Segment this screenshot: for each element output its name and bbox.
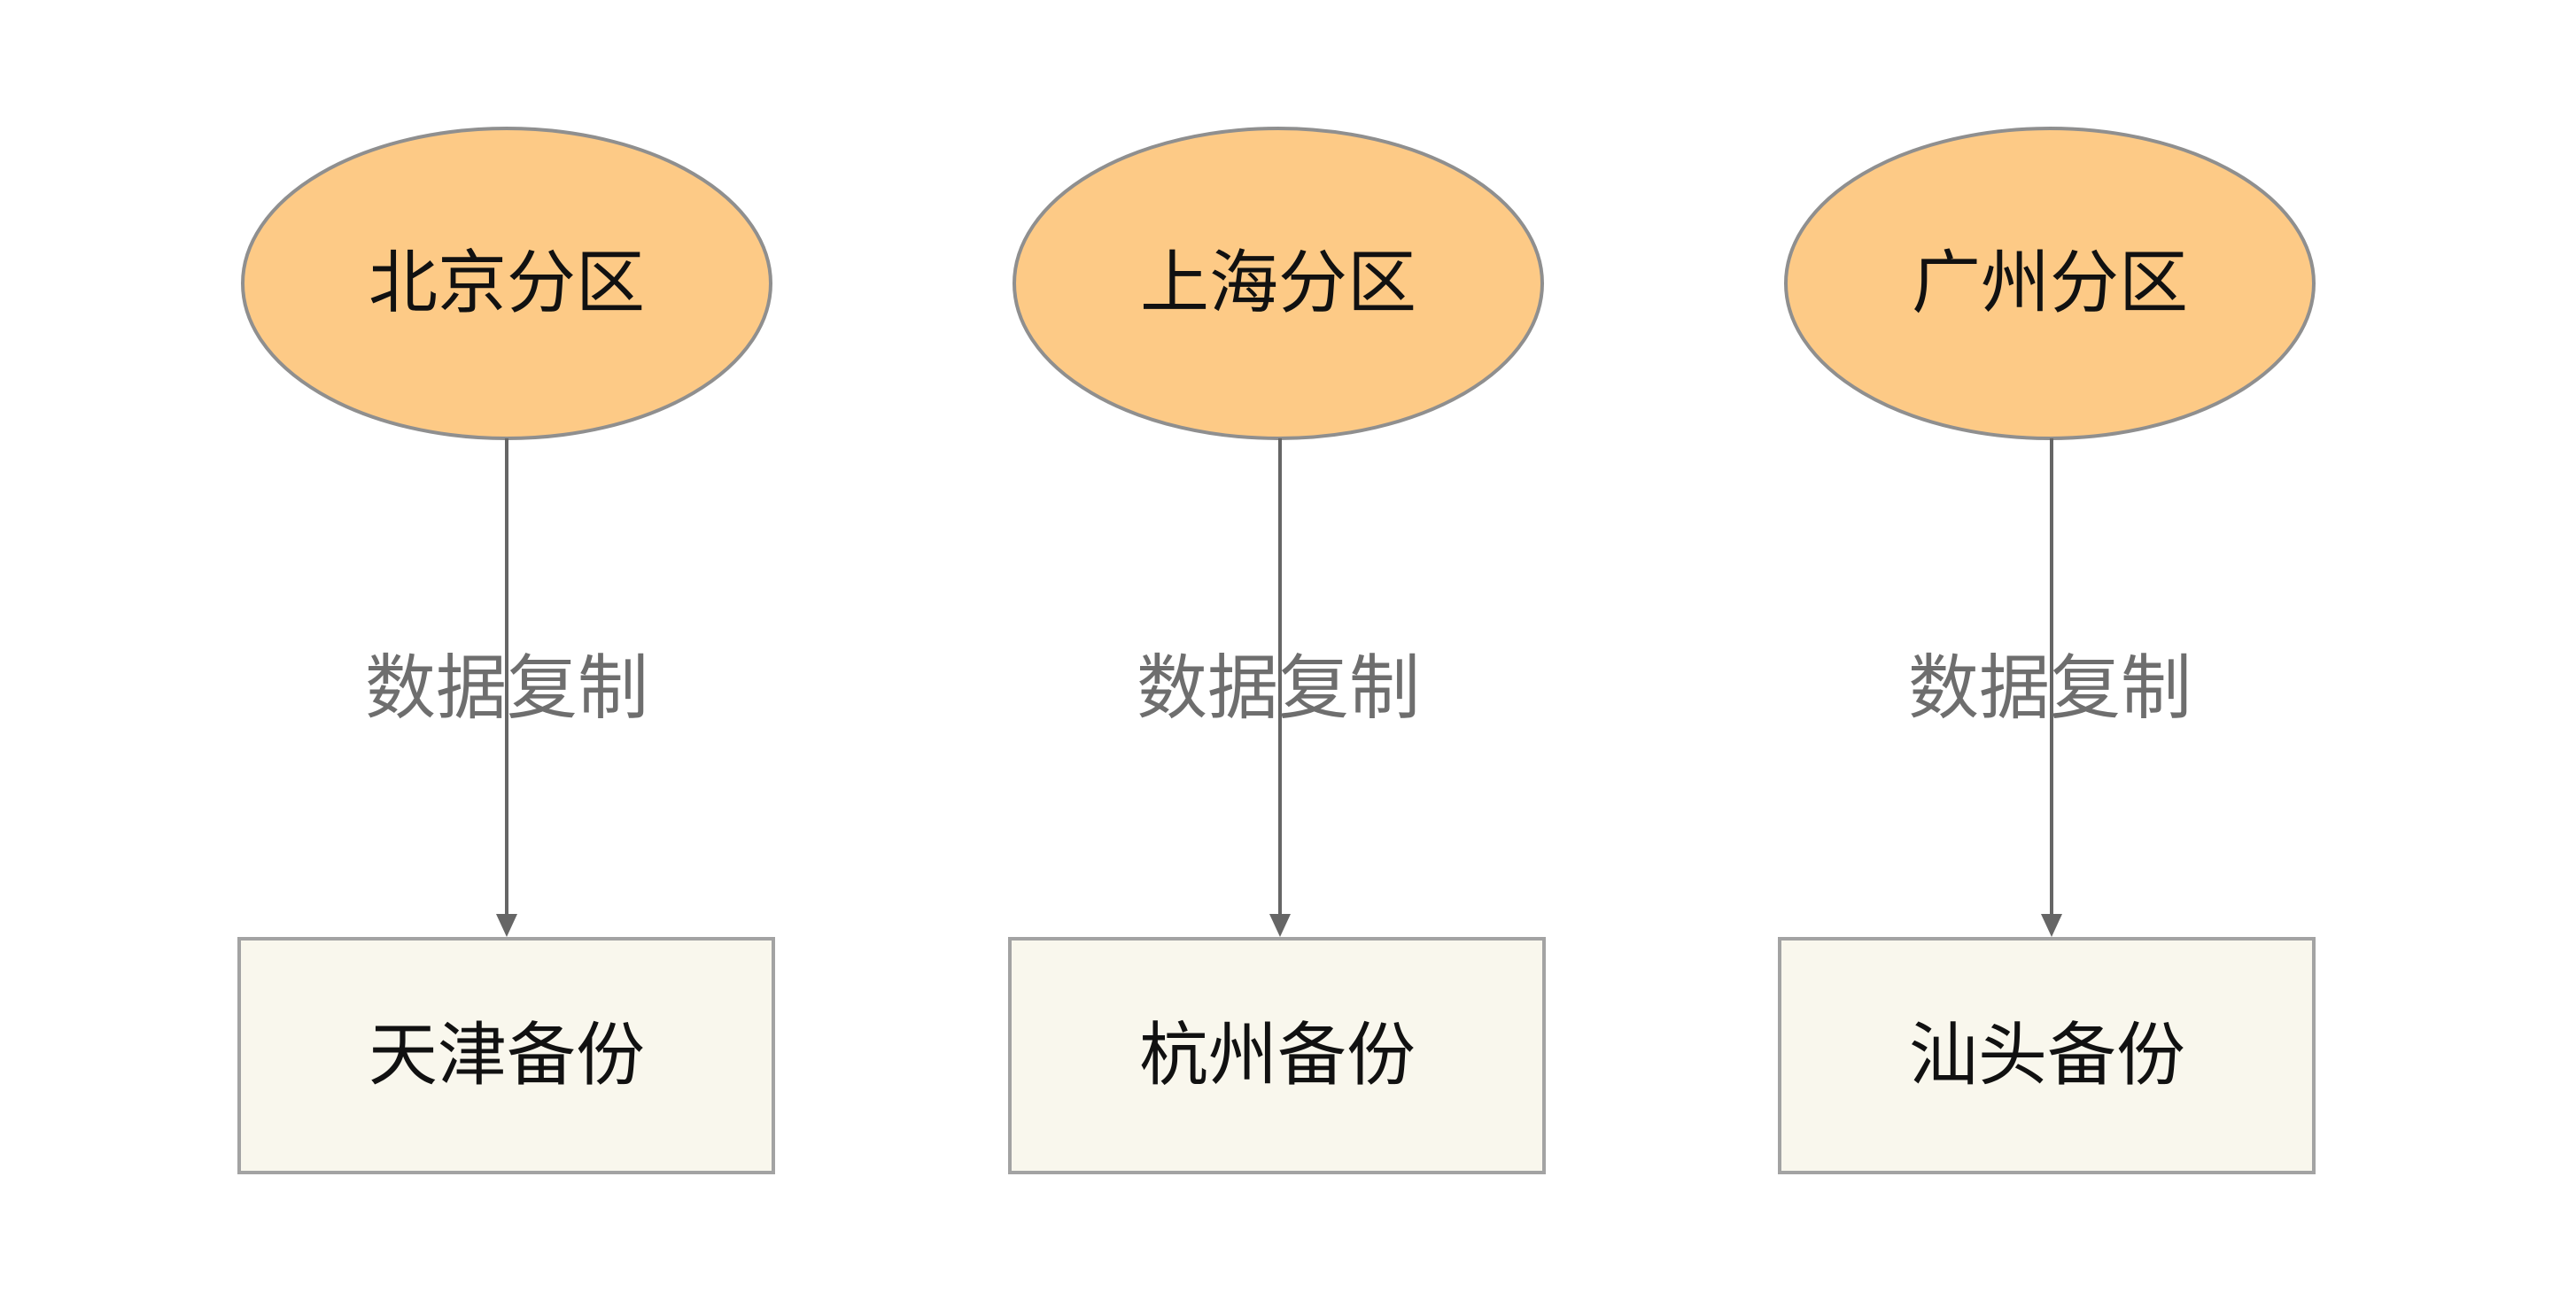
partition-label-beijing: 北京分区 (369, 244, 645, 323)
arrowhead-beijing (496, 914, 517, 937)
backup-label-hangzhou: 杭州备份 (1139, 1016, 1416, 1095)
backup-label-shantou: 汕头备份 (1909, 1016, 2185, 1095)
edge-label-guangzhou: 数据复制 (1908, 647, 2192, 730)
partition-label-shanghai: 上海分区 (1140, 244, 1416, 323)
partition-label-guangzhou: 广州分区 (1912, 244, 2188, 323)
column-guangzhou: 广州分区 数据复制 汕头备份 (1778, 127, 2316, 1174)
column-beijing: 北京分区 数据复制 天津备份 (237, 127, 775, 1174)
backup-node-hangzhou (1008, 937, 1546, 1174)
backup-node-tianjin (237, 937, 775, 1174)
column-shanghai: 上海分区 数据复制 杭州备份 (1008, 127, 1546, 1174)
edge-label-beijing: 数据复制 (365, 647, 648, 730)
arrowhead-shanghai (1269, 914, 1291, 937)
backup-node-shantou (1778, 937, 2316, 1174)
backup-label-tianjin: 天津备份 (369, 1016, 645, 1095)
arrowhead-guangzhou (2041, 914, 2062, 937)
edge-label-shanghai: 数据复制 (1137, 647, 1420, 730)
